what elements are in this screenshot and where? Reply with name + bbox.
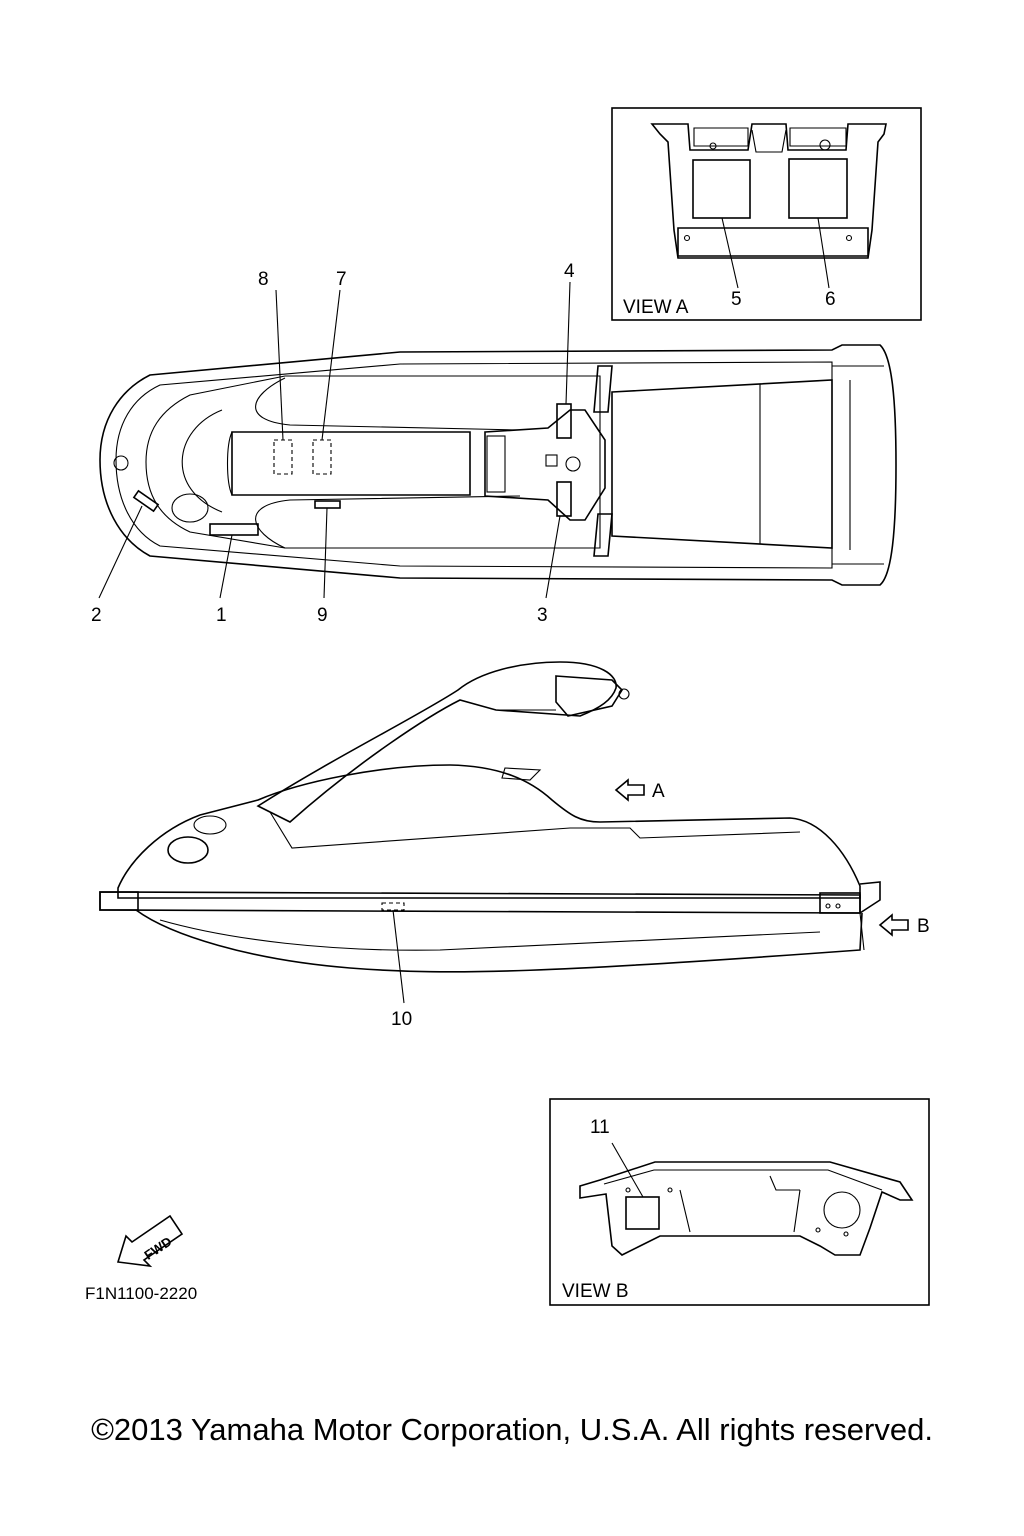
decal-1 — [209, 523, 259, 536]
arrow-label-b: B — [917, 916, 930, 937]
copyright-notice: ©2013 Yamaha Motor Corporation, U.S.A. A… — [91, 1412, 933, 1447]
top-view-hull — [99, 344, 897, 586]
leader-10 — [392, 909, 405, 1004]
view-a-label: VIEW A — [623, 297, 689, 318]
decal-3 — [556, 481, 572, 517]
callout-9: 9 — [317, 605, 328, 626]
fwd-label: FWD — [141, 1234, 174, 1263]
view-b-frame — [549, 1098, 930, 1306]
view-b-arrow: B — [878, 913, 930, 937]
view-a-inset: VIEW A 5 6 — [611, 107, 922, 321]
view-b-inset: 11 VIEW B — [549, 1098, 930, 1306]
decal-7 — [312, 439, 332, 475]
arrow-label-a: A — [652, 781, 665, 802]
decal-9 — [314, 500, 341, 509]
fwd-arrow-icon: FWD — [116, 1214, 184, 1268]
view-a-frame — [611, 107, 922, 321]
callout-8: 8 — [258, 269, 269, 290]
callout-11: 11 — [590, 1117, 610, 1138]
callout-10: 10 — [391, 1009, 412, 1030]
top-view-leaders — [98, 281, 571, 599]
decal-5 — [692, 159, 751, 219]
side-view-hull — [99, 661, 881, 973]
callout-4: 4 — [564, 261, 575, 282]
callout-7: 7 — [336, 269, 347, 290]
view-a-arrow: A — [614, 778, 665, 802]
decal-4 — [556, 403, 572, 439]
view-b-label: VIEW B — [562, 1281, 629, 1302]
callout-1: 1 — [216, 605, 227, 626]
decal-2 — [132, 489, 160, 513]
decal-8 — [273, 439, 293, 475]
top-view-callouts: 2 1 9 3 4 7 8 — [91, 261, 575, 626]
callout-5: 5 — [731, 289, 742, 310]
decal-10 — [381, 902, 405, 911]
callout-3: 3 — [537, 605, 548, 626]
figure-code: F1N1100-2220 — [85, 1284, 197, 1303]
decal-11 — [625, 1196, 660, 1230]
callout-6: 6 — [825, 289, 836, 310]
decal-6 — [788, 158, 848, 219]
callout-2: 2 — [91, 605, 102, 626]
